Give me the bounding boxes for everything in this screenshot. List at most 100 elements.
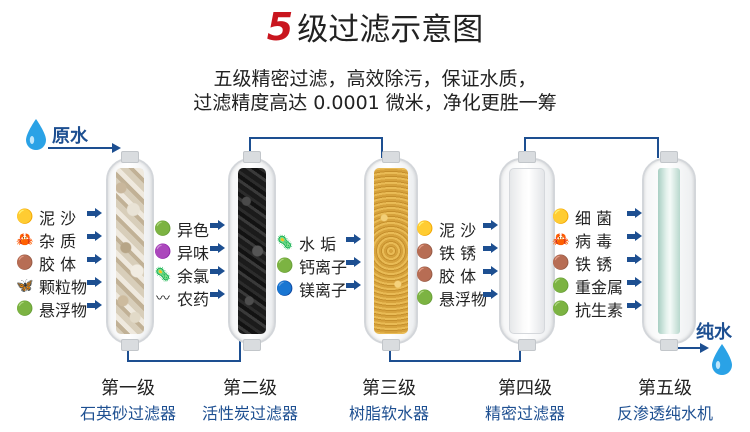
water-drop-icon [26, 119, 46, 150]
contaminant-item: 🦀 病 毒 [552, 228, 612, 252]
stage-number: 第一级 [101, 378, 155, 399]
calcium-icon: 🟢 [276, 258, 294, 274]
contaminant-item: 🟣 异味 [154, 240, 209, 264]
antibiotic-icon: 🟢 [552, 301, 570, 317]
contaminant-item: 🦠 水 垢 [276, 231, 336, 255]
rust-icon: 🟤 [552, 255, 570, 271]
virus-icon: 🦀 [552, 232, 570, 248]
contaminant-label: 余氯 [177, 267, 210, 286]
contaminant-label: 镁离子 [299, 281, 348, 300]
water-drop-icon [712, 344, 732, 375]
arrow-right-icon [627, 277, 642, 287]
contaminant-label: 杂 质 [39, 232, 77, 251]
pp-cotton-media [509, 168, 545, 334]
contaminant-item: 🟢钙离子 [276, 254, 347, 278]
contaminant-item: 🟢悬浮物 [416, 286, 487, 310]
contaminant-label: 细 菌 [575, 209, 613, 228]
filter-cap [518, 151, 536, 163]
activated-carbon-media [238, 168, 266, 334]
odor-icon: 🟣 [154, 244, 172, 260]
arrow-right-icon [210, 289, 225, 299]
contaminant-item: 〰农药 [154, 286, 209, 310]
contaminant-item: 🟤 胶 体 [16, 251, 76, 275]
contaminant-label: 铁 锈 [575, 255, 613, 274]
arrow-right-icon [87, 208, 102, 218]
contaminant-label: 农药 [177, 290, 210, 309]
contaminant-item: 🟤 铁 锈 [552, 251, 612, 275]
contaminant-label: 抗生素 [575, 301, 624, 320]
arrow-right-icon [483, 289, 498, 299]
contaminant-item: 🟤胶 体 [416, 263, 476, 287]
filter-cap [382, 151, 400, 163]
pipe-2-3 [249, 137, 383, 158]
pipe-outlet-arrow [700, 343, 709, 353]
contaminant-label: 异味 [177, 244, 210, 263]
contaminant-label: 胶 体 [39, 255, 77, 274]
contaminant-label: 重金属 [575, 278, 624, 297]
arrow-right-icon [627, 254, 642, 264]
title-text: 级过滤示意图 [297, 12, 484, 48]
arrow-right-icon [483, 220, 498, 230]
contaminant-label: 胶 体 [439, 267, 477, 286]
contaminant-label: 病 毒 [575, 232, 613, 251]
arrow-right-icon [210, 220, 225, 230]
contaminant-item: 🟡 泥 沙 [416, 217, 476, 241]
arrow-right-icon [627, 231, 642, 241]
filter-cap [243, 339, 261, 351]
raw-water-label: 原水 [52, 126, 88, 147]
contaminant-item: 🟢悬浮物 [16, 297, 87, 321]
stage-name: 石英砂过滤器 [79, 404, 176, 423]
arrow-right-icon [87, 254, 102, 264]
subtitle-line-1: 五级精密过滤，高效除污，保证水质， [213, 68, 537, 90]
subtitle-line-2: 过滤精度高达 0.0001 微米，净化更胜一筹 [193, 92, 557, 114]
stage-name: 活性炭过滤器 [201, 404, 298, 423]
filter-cap [660, 151, 678, 163]
arrow-right-icon [627, 208, 642, 218]
resin-media [374, 168, 408, 334]
arrow-right-icon [87, 231, 102, 241]
filter-cap [121, 151, 139, 163]
contaminant-label: 悬浮物 [439, 290, 488, 309]
stage-number: 第五级 [638, 378, 692, 399]
arrow-right-icon [210, 266, 225, 276]
filter-stage-4-precision [499, 151, 555, 351]
pipe-inlet-arrow [112, 143, 121, 153]
bacteria-icon: 🟡 [552, 209, 570, 225]
color-icon: 🟢 [154, 221, 172, 237]
pesticide-icon: 〰 [156, 291, 170, 307]
stage-name: 精密过滤器 [484, 404, 565, 423]
pipe-3-4 [389, 340, 521, 362]
impurity-icon: 🦀 [16, 232, 34, 248]
ro-membrane-media [658, 168, 680, 334]
heavy-metal-icon: 🟢 [552, 278, 570, 294]
particle-icon: 🦋 [16, 278, 34, 294]
sand-icon: 🟡 [16, 209, 34, 225]
filter-stage-1-quartz-sand [106, 151, 154, 351]
filter-cap [121, 339, 139, 351]
contaminant-item: 🟢 重金属 [552, 274, 623, 298]
stage-name: 树脂软水器 [348, 404, 429, 423]
quartz-sand-media [116, 168, 144, 334]
scale-icon: 🦠 [276, 235, 294, 251]
sand-icon: 🟡 [416, 221, 434, 237]
colloid-icon: 🟤 [16, 255, 34, 271]
contaminant-item: 🦠余氯 [154, 263, 209, 287]
filter-stage-3-resin [364, 151, 418, 351]
filter-stage-5-ro-membrane [642, 151, 696, 351]
contaminant-label: 泥 沙 [439, 221, 477, 240]
arrow-right-icon [87, 277, 102, 287]
arrow-right-icon [87, 300, 102, 310]
arrow-right-icon [483, 243, 498, 253]
arrow-right-icon [210, 243, 225, 253]
pipe-4-5 [524, 137, 659, 158]
filter-cap [660, 339, 678, 351]
pipe-1-2 [127, 340, 241, 362]
filter-cap [243, 151, 261, 163]
filter-cap [518, 339, 536, 351]
contaminant-label: 水 垢 [299, 235, 337, 254]
contaminant-item: 🟢异色 [154, 217, 209, 241]
stage-number: 第二级 [223, 378, 277, 399]
pure-water-label: 纯水 [696, 322, 732, 343]
